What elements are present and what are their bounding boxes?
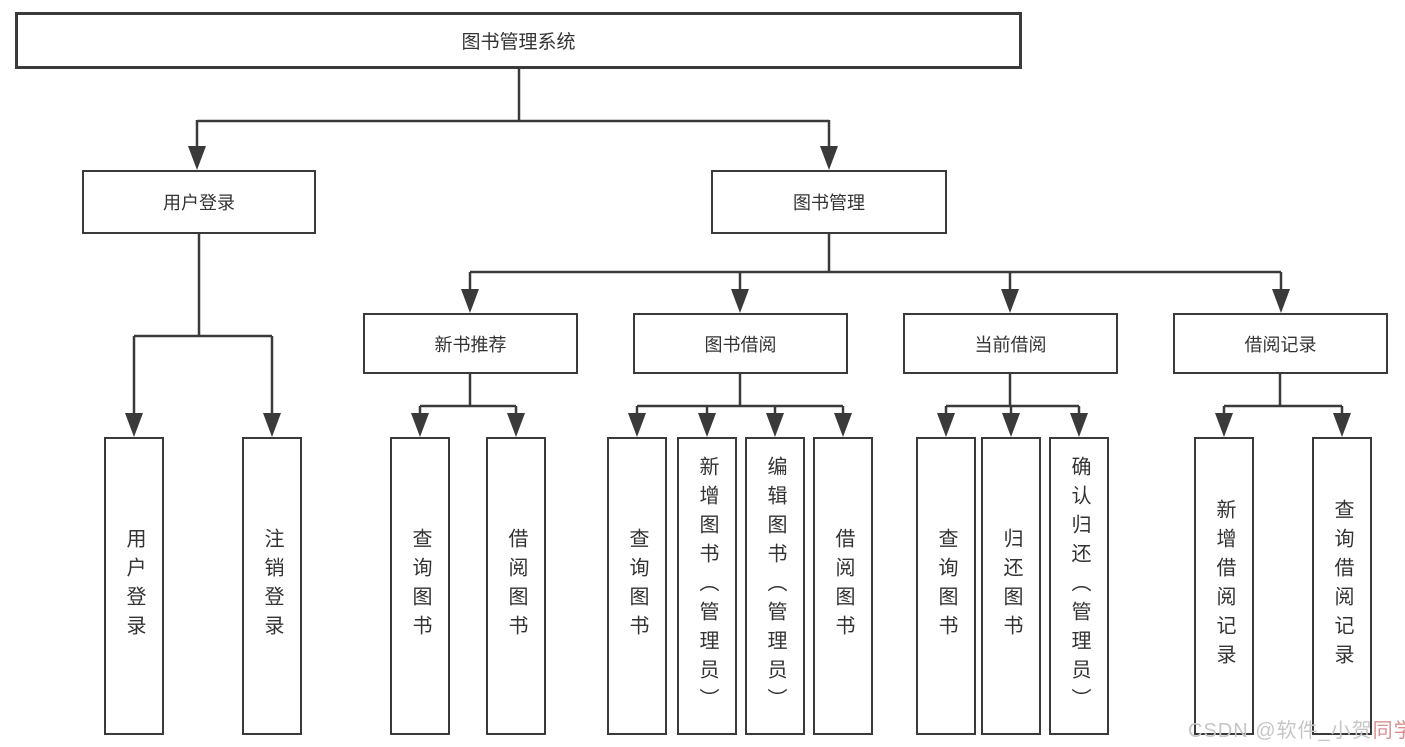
leaf-query-books-2: 查询图书	[607, 437, 667, 735]
leaf-borrow-books-1: 借阅图书	[486, 437, 546, 735]
leaf-add-books-admin: 新增图书（管理员）	[677, 437, 737, 735]
leaf-query-books-1: 查询图书	[390, 437, 450, 735]
leaf-confirm-return-admin: 确认归还（管理员）	[1049, 437, 1109, 735]
node-book-management-branch: 图书管理	[711, 170, 947, 234]
leaf-add-borrow-record: 新增借阅记录	[1194, 437, 1254, 735]
node-current-borrowing: 当前借阅	[903, 313, 1118, 374]
leaf-label: 新增图书（管理员）	[696, 455, 718, 717]
leaf-label: 查询借阅记录	[1331, 499, 1353, 673]
node-label: 用户登录	[163, 193, 235, 213]
node-label: 借阅记录	[1244, 334, 1317, 355]
node-label: 图书管理	[793, 193, 865, 213]
node-label: 新书推荐	[434, 334, 507, 355]
leaf-label: 新增借阅记录	[1213, 499, 1235, 673]
node-new-book-recommend: 新书推荐	[363, 313, 578, 374]
leaf-label: 确认归还（管理员）	[1068, 455, 1090, 717]
leaf-user-login: 用户登录	[104, 437, 164, 735]
node-root: 图书管理系统	[15, 12, 1022, 69]
leaf-label: 查询图书	[935, 528, 957, 644]
leaf-edit-books-admin: 编辑图书（管理员）	[745, 437, 805, 735]
node-book-borrowing: 图书借阅	[633, 313, 848, 374]
node-label: 图书借阅	[704, 334, 777, 355]
leaf-label: 归还图书	[1000, 528, 1022, 644]
leaf-label: 查询图书	[409, 528, 431, 644]
node-root-label: 图书管理系统	[461, 32, 576, 53]
leaf-query-borrow-record: 查询借阅记录	[1312, 437, 1372, 735]
leaf-label: 查询图书	[626, 528, 648, 644]
leaf-query-books-3: 查询图书	[916, 437, 976, 735]
node-user-login-branch: 用户登录	[82, 170, 316, 234]
leaf-label: 编辑图书（管理员）	[764, 455, 786, 717]
leaf-label: 借阅图书	[832, 528, 854, 644]
leaf-label: 用户登录	[123, 528, 145, 644]
node-borrowing-records: 借阅记录	[1173, 313, 1388, 374]
leaf-label: 注销登录	[261, 528, 283, 644]
leaf-label: 借阅图书	[505, 528, 527, 644]
node-label: 当前借阅	[974, 334, 1047, 355]
leaf-logout: 注销登录	[242, 437, 302, 735]
leaf-borrow-books-2: 借阅图书	[813, 437, 873, 735]
leaf-return-books: 归还图书	[981, 437, 1041, 735]
